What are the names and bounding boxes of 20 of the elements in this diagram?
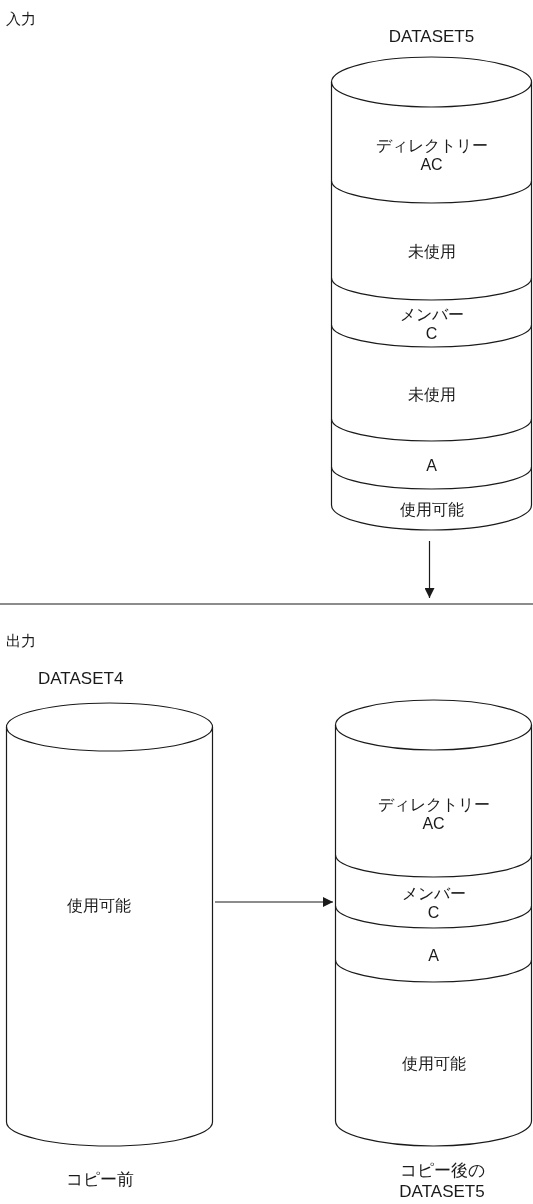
segment-label: 使用可能 — [399, 499, 464, 519]
segment-label: ディレクトリー AC — [374, 136, 489, 174]
node-label: コピー前 — [65, 1169, 135, 1190]
segment-label: A — [428, 945, 439, 965]
segment-label: A — [426, 455, 437, 475]
segment-label: 未使用 — [407, 242, 456, 261]
node-label: コピー後の DATASET5 — [398, 1160, 486, 1202]
section-label: 出力 — [6, 632, 36, 651]
segment-label: 未使用 — [407, 384, 456, 404]
storage-cylinder — [335, 698, 532, 1147]
segment-label: 使用可能 — [401, 1054, 466, 1073]
segment-label: メンバー C — [398, 304, 465, 343]
section-label: 入力 — [6, 10, 36, 29]
segment-label: ディレクトリー AC — [376, 794, 491, 833]
dataset-name: DATASET5 — [387, 27, 476, 46]
area-label: 使用可能 — [66, 896, 132, 915]
arrow — [214, 897, 334, 907]
dataset-name: DATASET4 — [38, 669, 124, 688]
segment-label: メンバー C — [400, 883, 467, 922]
arrow — [424, 540, 435, 599]
